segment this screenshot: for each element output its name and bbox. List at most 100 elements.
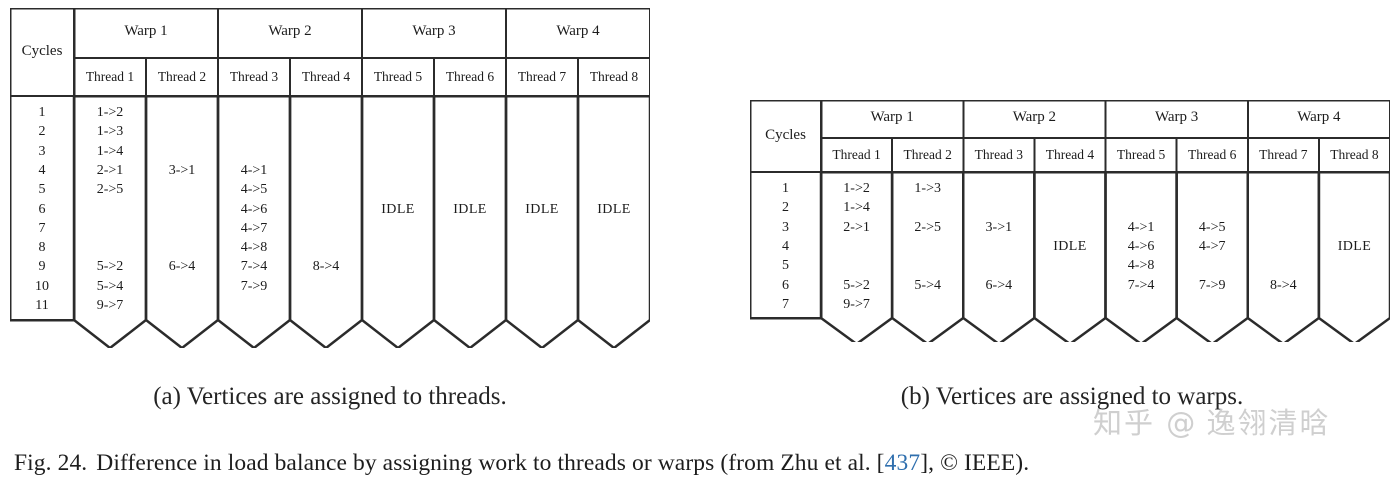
cycle-number-7: 7 bbox=[38, 220, 46, 236]
warp-header-4: Warp 4 bbox=[1297, 109, 1341, 125]
warp-header-3: Warp 3 bbox=[1154, 109, 1199, 125]
thread-header-4: Thread 4 bbox=[301, 69, 351, 84]
thread-header-5: Thread 5 bbox=[373, 69, 423, 84]
figure-caption: Fig. 24. Difference in load balance by as… bbox=[14, 450, 1386, 477]
idle-cell-t8: IDLE bbox=[597, 201, 631, 217]
table-grid bbox=[750, 100, 1390, 342]
subcaption-b: (b) Vertices are assigned to warps. bbox=[900, 383, 1244, 410]
idle-cell-t7: IDLE bbox=[525, 201, 559, 217]
edge-cell-t1-c3: 1->4 bbox=[96, 143, 124, 159]
edge-cell-t1-c2: 1->4 bbox=[843, 200, 870, 216]
edge-cell-t3-c6: 6->4 bbox=[985, 277, 1013, 293]
cycle-number-2: 2 bbox=[782, 200, 789, 216]
edge-cell-t6-c6: 7->9 bbox=[1198, 277, 1226, 293]
edge-cell-t1-c1: 1->2 bbox=[843, 181, 870, 196]
edge-cell-t5-c4: 4->6 bbox=[1127, 238, 1155, 254]
thread-header-3: Thread 3 bbox=[974, 147, 1023, 162]
cycle-number-11: 11 bbox=[35, 298, 49, 313]
edge-cell-t3-c6: 4->6 bbox=[240, 201, 268, 217]
edge-cell-t5-c6: 7->4 bbox=[1127, 277, 1155, 293]
edge-cell-t1-c10: 5->4 bbox=[96, 278, 124, 294]
edge-cell-t6-c4: 4->7 bbox=[1198, 238, 1226, 254]
cycles-column-header: Cycles bbox=[21, 43, 63, 59]
edge-cell-t1-c11: 9->7 bbox=[96, 298, 124, 313]
thread-header-6: Thread 6 bbox=[1188, 147, 1237, 162]
cycle-number-5: 5 bbox=[38, 182, 46, 198]
thread-header-1: Thread 1 bbox=[832, 147, 881, 162]
edge-cell-t2-c1: 1->3 bbox=[914, 181, 941, 196]
cycle-number-3: 3 bbox=[38, 143, 46, 159]
thread-header-8: Thread 8 bbox=[1330, 147, 1379, 162]
cycle-number-4: 4 bbox=[38, 162, 46, 178]
edge-cell-t2-c3: 2->5 bbox=[914, 219, 941, 235]
cycle-number-9: 9 bbox=[38, 259, 46, 275]
watermark: 知乎 @ 逸翎清晗 bbox=[1093, 400, 1330, 442]
edge-cell-t7-c6: 8->4 bbox=[1270, 277, 1297, 293]
thread-header-2: Thread 2 bbox=[903, 147, 952, 162]
cycle-number-6: 6 bbox=[38, 201, 46, 217]
edge-cell-t1-c6: 5->2 bbox=[843, 277, 870, 293]
edge-cell-t1-c3: 2->1 bbox=[843, 219, 870, 235]
edge-cell-t2-c6: 5->4 bbox=[914, 277, 941, 293]
warp-header-3: Warp 3 bbox=[412, 23, 456, 39]
cycles-column-header: Cycles bbox=[765, 127, 806, 143]
subcaption-a: (a) Vertices are assigned to threads. bbox=[153, 383, 507, 410]
idle-cell-t8: IDLE bbox=[1337, 238, 1372, 254]
edge-cell-t1-c4: 2->1 bbox=[96, 162, 124, 178]
edge-cell-t3-c4: 4->1 bbox=[240, 162, 268, 178]
edge-cell-t6-c3: 4->5 bbox=[1198, 219, 1226, 235]
cycle-number-7: 7 bbox=[782, 296, 789, 312]
cycle-number-4: 4 bbox=[782, 238, 789, 254]
edge-cell-t1-c7: 9->7 bbox=[843, 296, 870, 312]
warp-header-4: Warp 4 bbox=[556, 23, 600, 39]
cycle-number-5: 5 bbox=[782, 258, 789, 274]
cycle-number-2: 2 bbox=[38, 124, 46, 140]
thread-header-6: Thread 6 bbox=[445, 69, 495, 84]
edge-cell-t3-c7: 4->7 bbox=[240, 220, 268, 236]
edge-cell-t3-c8: 4->8 bbox=[240, 240, 268, 256]
thread-header-2: Thread 2 bbox=[157, 69, 207, 84]
thread-header-5: Thread 5 bbox=[1116, 147, 1166, 162]
warp-header-1: Warp 1 bbox=[870, 109, 914, 125]
edge-cell-t5-c5: 4->8 bbox=[1127, 258, 1155, 274]
idle-cell-t6: IDLE bbox=[453, 201, 487, 217]
edge-cell-t2-c9: 6->4 bbox=[168, 259, 196, 275]
table-grid bbox=[10, 8, 650, 348]
edge-cell-t3-c5: 4->5 bbox=[240, 182, 268, 198]
idle-cell-t4: IDLE bbox=[1053, 238, 1087, 254]
warp-header-2: Warp 2 bbox=[1012, 109, 1057, 125]
edge-cell-t3-c9: 7->4 bbox=[240, 259, 268, 275]
caption-text-part1: Difference in load balance by assigning … bbox=[96, 450, 885, 476]
edge-cell-t5-c3: 4->1 bbox=[1127, 219, 1155, 235]
thread-header-3: Thread 3 bbox=[229, 69, 279, 84]
thread-header-4: Thread 4 bbox=[1045, 147, 1095, 162]
cycle-number-1: 1 bbox=[38, 105, 46, 120]
caption-reference-link[interactable]: 437 bbox=[884, 450, 921, 476]
edge-cell-t4-c9: 8->4 bbox=[312, 259, 340, 275]
watermark-user: 逸翎清晗 bbox=[1206, 406, 1331, 440]
thread-header-8: Thread 8 bbox=[589, 69, 639, 84]
edge-cell-t1-c1: 1->2 bbox=[96, 105, 124, 120]
figure-number: Fig. 24. bbox=[14, 450, 88, 476]
edge-cell-t3-c3: 3->1 bbox=[985, 219, 1013, 235]
cycle-number-10: 10 bbox=[35, 278, 49, 294]
idle-cell-t5: IDLE bbox=[381, 201, 415, 217]
cycle-number-8: 8 bbox=[38, 240, 46, 256]
thread-header-1: Thread 1 bbox=[85, 69, 135, 84]
warp-header-2: Warp 2 bbox=[268, 23, 312, 39]
edge-cell-t1-c2: 1->3 bbox=[96, 124, 124, 140]
edge-cell-t2-c4: 3->1 bbox=[168, 162, 196, 178]
edge-cell-t3-c10: 7->9 bbox=[240, 278, 268, 294]
watermark-site: 知乎 bbox=[1093, 406, 1156, 440]
cycle-number-6: 6 bbox=[782, 277, 789, 293]
edge-cell-t1-c5: 2->5 bbox=[96, 182, 124, 198]
thread-header-7: Thread 7 bbox=[1259, 147, 1308, 162]
cycle-number-1: 1 bbox=[782, 181, 789, 196]
cycle-number-3: 3 bbox=[782, 219, 789, 235]
thread-header-7: Thread 7 bbox=[517, 69, 567, 84]
table-panel-b: Cycles Warp 1 Warp 2 Warp 3 Warp 4 Thread 1 Th… bbox=[750, 100, 1392, 342]
edge-cell-t1-c9: 5->2 bbox=[96, 259, 124, 275]
watermark-at: @ bbox=[1166, 406, 1196, 440]
